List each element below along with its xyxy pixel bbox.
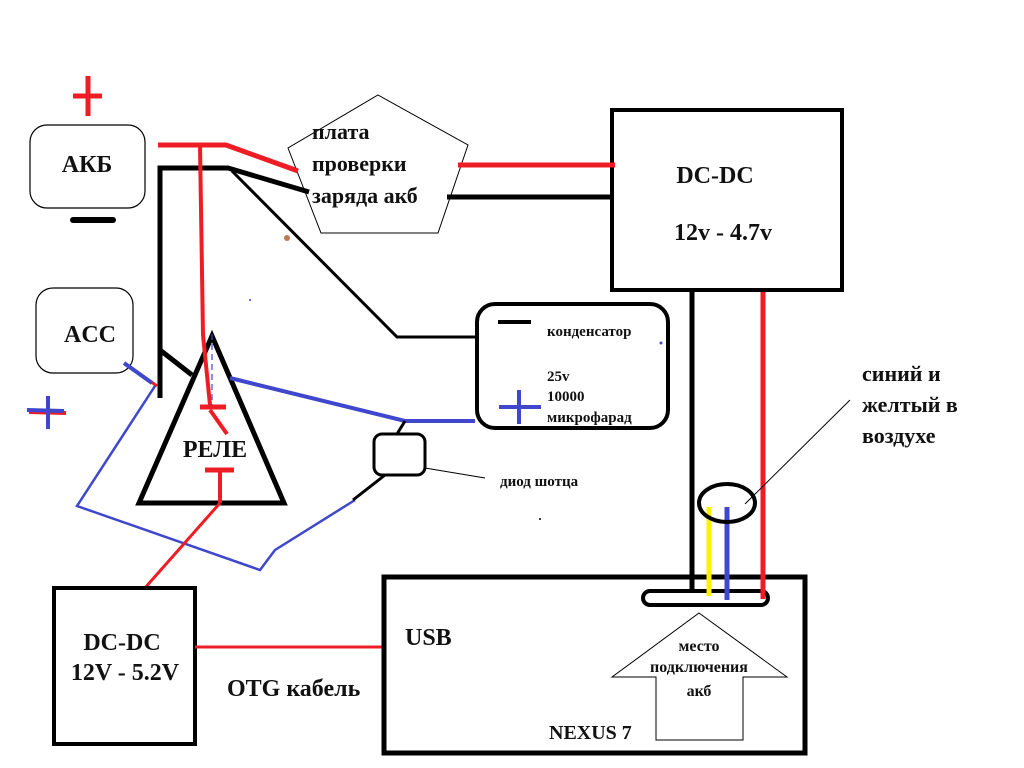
- capacitor-unit: микрофарад: [547, 410, 632, 426]
- capacitor-plus-icon: [499, 390, 541, 424]
- battery-connection-line-2: подключения: [650, 659, 748, 676]
- diode-callout-line: [424, 467, 486, 479]
- air-note-line-1: синий и: [862, 361, 941, 386]
- wire-relay-to-dcdc-bottom: [142, 502, 222, 590]
- schottky-diode: диод шотца: [249, 299, 579, 520]
- battery-connection-line-1: место: [679, 638, 720, 655]
- charge-board-line-3: заряда акб: [312, 183, 418, 208]
- otg-cable-label: OTG кабель: [227, 676, 361, 702]
- dcdc-bottom-box: [52, 586, 197, 746]
- air-note: синий и желтый в воздухе: [862, 361, 958, 448]
- dcdc-top-box: [610, 108, 844, 292]
- stray-dot-2: [539, 518, 541, 520]
- battery-connection-line-3: акб: [687, 683, 712, 700]
- dcdc-top-spec: 12v - 4.7v: [674, 220, 772, 246]
- dcdc-bottom-spec: 12V - 5.2V: [71, 660, 180, 686]
- diode-box: [372, 432, 427, 477]
- wires-dcdc-to-nexus: [689, 290, 851, 600]
- relay-label: РЕЛЕ: [183, 437, 247, 463]
- relay: РЕЛЕ: [135, 144, 288, 506]
- battery-label: АКБ: [62, 152, 113, 178]
- dcdc-top-title: DC-DC: [676, 163, 753, 189]
- annotation-dot: [284, 235, 290, 241]
- acc-plus-icon: [26, 396, 67, 429]
- battery-port: [641, 589, 770, 607]
- capacitor-voltage: 25v: [547, 369, 570, 385]
- air-note-callout-line: [744, 399, 851, 505]
- wire-minus-into-relay: [157, 340, 194, 377]
- wire-battery-plus-to-board: [158, 142, 299, 174]
- air-note-line-2: желтый в: [862, 392, 958, 417]
- battery-box: [29, 124, 146, 209]
- charge-board-pentagon: [287, 94, 469, 234]
- dcdc-bottom: DC-DC 12V - 5.2V: [52, 502, 222, 746]
- diode-lead-top: [395, 420, 407, 435]
- charge-board: плата проверки заряда акб: [287, 94, 469, 234]
- capacitor-box: [475, 302, 670, 430]
- relay-triangle: [135, 329, 288, 506]
- acc-box: [35, 287, 134, 374]
- nexus-model-label: NEXUS 7: [549, 722, 632, 744]
- dcdc-bottom-title: DC-DC: [83, 630, 160, 656]
- acc-label: ACC: [64, 322, 116, 348]
- wire-acc-out: [122, 361, 154, 385]
- acc: ACC: [26, 287, 134, 429]
- stray-dot: [659, 341, 663, 345]
- wire-plus-to-relay: [198, 144, 212, 406]
- dcdc-top: DC-DC 12v - 4.7v: [610, 108, 844, 292]
- charge-board-line-1: плата: [312, 119, 370, 144]
- wire-relay-to-capacitor-plus: [229, 376, 475, 423]
- battery-connection-arrow-icon: [610, 612, 789, 741]
- capacitor: конденсатор 25v 10000 микрофарад: [475, 302, 670, 430]
- air-wires-circle: [697, 482, 757, 524]
- wire-minus-to-capacitor: [230, 169, 479, 339]
- wire-acc-loop: [75, 385, 356, 572]
- nexus-usb-label: USB: [405, 625, 452, 651]
- charge-board-line-2: проверки: [312, 151, 407, 176]
- nexus-7: USB NEXUS 7 место подключения акб: [381, 574, 808, 756]
- diode-label: диод шотца: [500, 474, 579, 490]
- wires-battery-board: [157, 142, 615, 398]
- stray-dot-3: [249, 299, 251, 301]
- battery: АКБ: [29, 76, 146, 223]
- relay-switch-arm: [208, 408, 229, 436]
- battery-plus-icon: [73, 76, 102, 116]
- capacitor-capacity: 10000: [547, 389, 585, 405]
- air-note-line-3: воздухе: [862, 423, 936, 448]
- diode-lead-bottom: [352, 473, 386, 502]
- capacitor-name: конденсатор: [547, 324, 631, 340]
- wire-battery-minus-to-board: [157, 165, 310, 398]
